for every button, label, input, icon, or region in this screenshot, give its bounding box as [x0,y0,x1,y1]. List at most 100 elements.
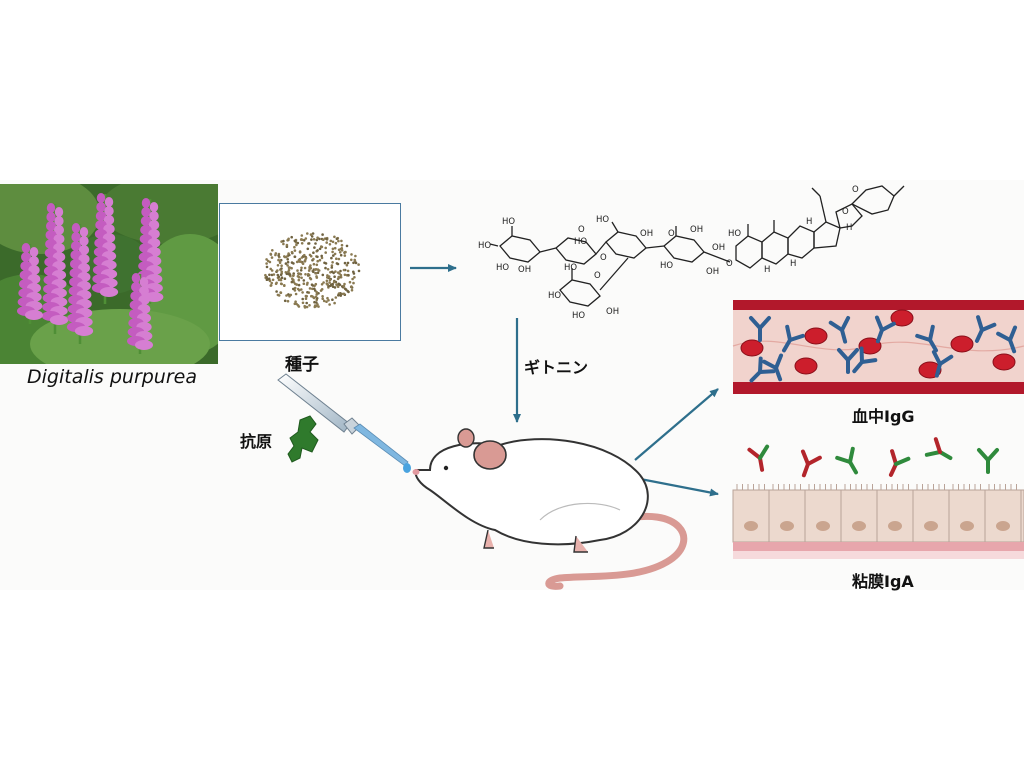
seed [308,304,311,307]
seed [319,245,323,248]
seed [331,250,334,254]
seed [313,300,316,304]
seed [332,280,336,284]
seed [317,305,320,308]
antibody-icon [835,446,858,475]
seed [301,238,304,242]
seed [324,266,327,270]
seed [297,258,301,262]
seed [285,272,289,276]
seed [286,239,289,242]
seed [280,276,284,279]
seed [346,261,350,265]
seed [272,273,276,276]
svg-text:HO: HO [564,263,577,273]
seed [316,255,319,259]
seed [292,262,295,265]
seed [277,254,280,257]
svg-text:OH: OH [518,265,531,275]
svg-text:HO: HO [548,291,561,301]
seed [328,281,331,284]
seed [279,291,283,294]
seed [269,284,273,287]
seed [321,295,324,298]
seed [324,251,327,254]
seed [304,256,308,260]
seed [293,302,297,306]
seed [338,251,342,254]
seed [312,251,315,254]
seed [308,253,312,257]
mouse-illustration [412,428,688,590]
svg-text:O: O [852,185,859,195]
seed [316,268,320,271]
seed [312,257,315,261]
seed [314,282,318,286]
seed [268,273,271,277]
seed [340,239,343,243]
seed [265,258,268,261]
seed [292,274,295,277]
seed [314,295,318,299]
svg-text:O: O [594,271,601,281]
seed [302,282,306,285]
seed [335,237,339,240]
seed [352,261,355,265]
seed [290,250,294,254]
seed [282,239,285,243]
seed [298,250,302,253]
seed [326,283,329,286]
seed [310,238,313,241]
seed [265,275,268,279]
svg-text:HO: HO [478,241,491,251]
seed [300,242,304,245]
seed [270,281,273,285]
seed [314,242,317,245]
seed [342,292,346,296]
seed [337,294,340,297]
seed [296,269,299,272]
seed [301,301,305,305]
mucosal-epithelium [732,437,1024,559]
cell-nucleus [780,521,794,531]
seed [283,284,286,287]
seed [304,297,308,300]
structure-substituents: HO HO HO OH HO HO O O OH O OH OH HO OH H… [478,185,859,321]
antibody-icon [924,437,953,460]
seed [331,285,335,288]
seed [274,282,278,286]
seed [315,263,319,267]
antibody-icon [977,448,999,474]
seed [301,291,304,294]
seed [344,250,347,254]
seed [300,266,303,270]
seed [314,304,318,308]
seed [332,254,335,257]
seed [303,260,307,263]
seed [271,278,275,282]
seed [308,287,312,290]
seed [338,272,341,275]
seed [271,249,274,252]
seed [310,283,314,286]
seed [296,241,300,245]
seed [269,252,272,256]
red-blood-cell [950,335,974,353]
seed [297,305,301,308]
arrow-mouse-to-blood [634,388,719,461]
seed [343,261,347,265]
seed [333,252,337,256]
antibody-icon [852,346,878,374]
seed [265,262,268,265]
pipette-icon [277,373,411,473]
antibody-icon [915,324,938,353]
seed [280,264,283,267]
seed-pile [264,232,361,309]
seed [326,296,329,300]
antibody-icon [996,325,1018,354]
seed [303,306,307,309]
seed [316,259,319,263]
seed [334,270,337,273]
plant-caption: Digitalis purpurea [27,366,197,388]
seed [354,261,358,265]
